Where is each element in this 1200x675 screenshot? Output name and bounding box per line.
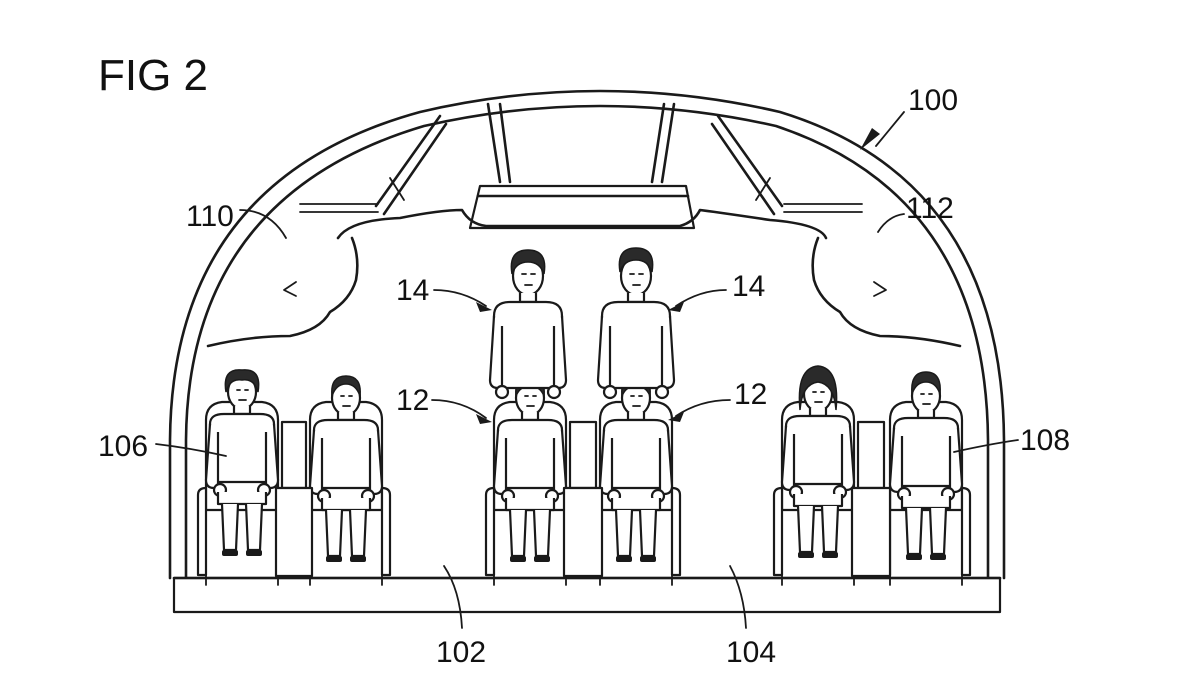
ref-14-right: 14: [732, 270, 765, 303]
ceiling-structure: [299, 102, 863, 240]
seat-center-left: [484, 375, 576, 587]
right-overhead-bin: [811, 236, 962, 348]
ref-100: 100: [908, 84, 958, 117]
leader-lines: [155, 111, 1019, 629]
seat-right-outer: [880, 371, 972, 587]
seat-left-inner: [300, 375, 392, 587]
ref-110: 110: [186, 200, 234, 233]
standing-passenger-left: [488, 249, 568, 400]
ref-112: 112: [906, 192, 954, 225]
ref-14-left: 14: [396, 274, 429, 307]
fuselage-shell: [168, 89, 1006, 614]
ref-102: 102: [436, 636, 486, 669]
ref-106: 106: [98, 430, 148, 463]
seat-right-inner: [772, 365, 864, 587]
figure-title: FIG 2: [98, 51, 208, 100]
ref-108: 108: [1020, 424, 1070, 457]
standing-passenger-right: [596, 247, 676, 400]
ref-104: 104: [726, 636, 776, 669]
ref-12-right: 12: [734, 378, 767, 411]
ref-12-left: 12: [396, 384, 429, 417]
seat-center-right: [590, 375, 682, 587]
left-overhead-bin: [206, 236, 359, 348]
seat-left-outer: [196, 369, 288, 587]
